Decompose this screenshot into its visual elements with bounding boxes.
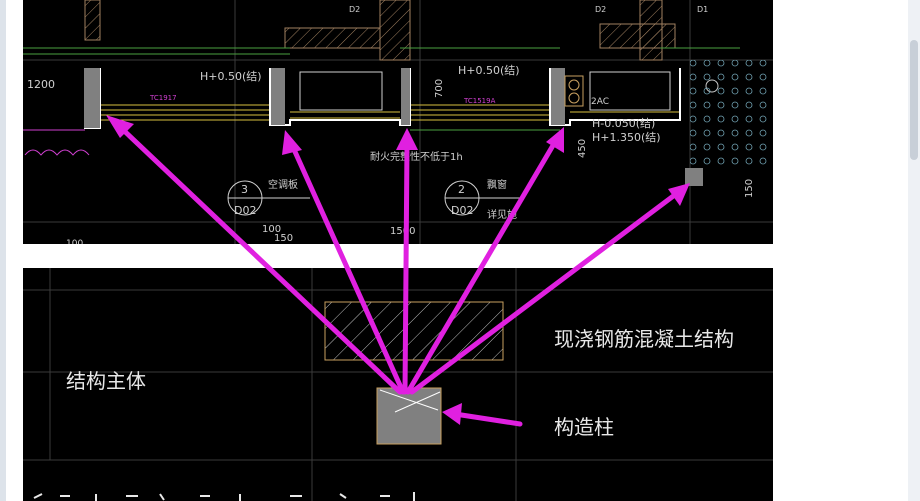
pointer-arrows [106,115,690,427]
constructional-column-label: 构造柱 [554,415,614,439]
scrollbar-thumb[interactable] [910,40,918,160]
fire-rating-note: 耐火完整性不低于1h [370,150,463,163]
left-edge [0,0,6,501]
dim-1200: 1200 [27,78,55,91]
cast-concrete-label: 现浇钢筋混凝土结构 [554,327,734,351]
callout-1-ref: D02 [234,204,256,217]
dim-700: 700 [434,79,445,98]
ac-tag: 2AC [591,97,609,107]
scrollbar-track[interactable] [908,0,920,501]
tag-d2-b: D2 [595,5,606,14]
window-tag-2: TC1519A [463,97,496,105]
elevation-label-2: H+0.50(结) [458,64,520,77]
elevation-label-1: H+0.50(结) [200,70,262,83]
top-cad-panel: 1200 H+0.50(结) TC1917 H+0.50(结) TC1519A … [23,0,773,249]
bay-window-label: 飘窗 [487,178,507,191]
main-structure-label: 结构主体 [66,369,146,393]
tag-d2-a: D2 [349,5,360,14]
elevation-label-4: H+1.350(结) [592,131,661,144]
dim-100: 100 [262,224,281,235]
top-column-left [84,68,100,128]
dim-150-right: 150 [744,179,755,198]
window-tag-1: TC1917 [149,94,177,102]
dim-150: 150 [274,233,293,244]
callout-2-ref: D02 [451,204,473,217]
dim-1500: 1500 [390,226,415,237]
ac-board-label: 空调板 [268,178,298,191]
cast-concrete-hatch [324,301,504,361]
tag-d1: D1 [697,5,708,14]
dim-450: 450 [577,139,588,158]
callout-2-number: 2 [458,183,465,196]
elevation-label-3: H-0.050(结) [592,117,655,130]
callout-1-number: 3 [241,183,248,196]
constructional-column-block [376,387,442,445]
top-column-right [685,168,703,186]
